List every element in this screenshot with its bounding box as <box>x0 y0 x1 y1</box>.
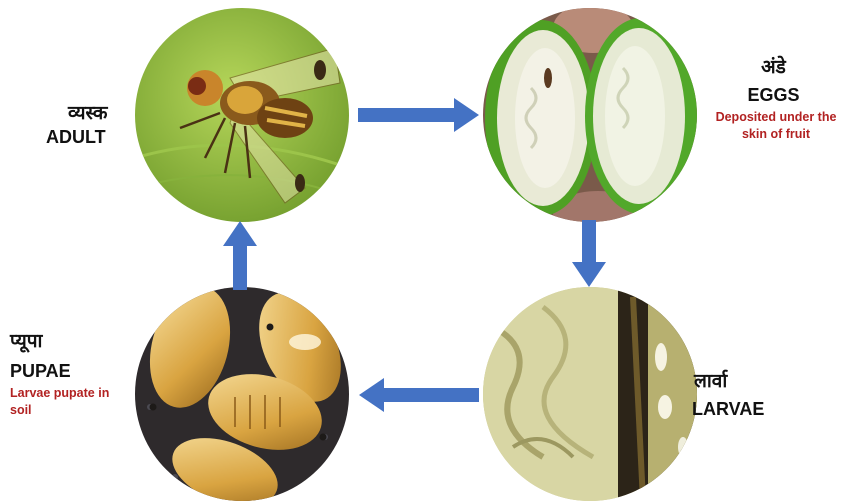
pupae-hindi: प्यूपा <box>10 330 130 354</box>
adult-label: व्यस्क ADULT <box>46 102 108 148</box>
larvae-hindi: लार्वा <box>692 370 764 394</box>
adult-english: ADULT <box>46 126 108 149</box>
arrow-larvae-to-pupae <box>358 378 480 412</box>
eggs-hindi: अंडे <box>696 56 851 80</box>
eggs-fruit-image <box>483 8 697 222</box>
adult-hindi: व्यस्क <box>46 102 108 126</box>
pupae-english: PUPAE <box>10 360 130 383</box>
arrow-adult-to-eggs <box>358 98 480 132</box>
larvae-image <box>483 287 697 501</box>
pupae-note: Larvae pupate in soil <box>10 385 130 419</box>
pupae-image <box>135 287 349 501</box>
pupae-label: प्यूपा PUPAE Larvae pupate in soil <box>10 330 130 419</box>
larvae-english: LARVAE <box>692 398 764 421</box>
larvae-label: लार्वा LARVAE <box>692 370 764 420</box>
eggs-english: EGGS <box>696 84 851 107</box>
arrow-eggs-to-larvae <box>572 220 606 288</box>
eggs-label: अंडे EGGS Deposited under the skin of fr… <box>706 56 851 143</box>
adult-fly-image <box>135 8 349 222</box>
arrow-pupae-to-adult <box>223 220 257 290</box>
eggs-note: Deposited under the skin of fruit <box>706 109 846 143</box>
